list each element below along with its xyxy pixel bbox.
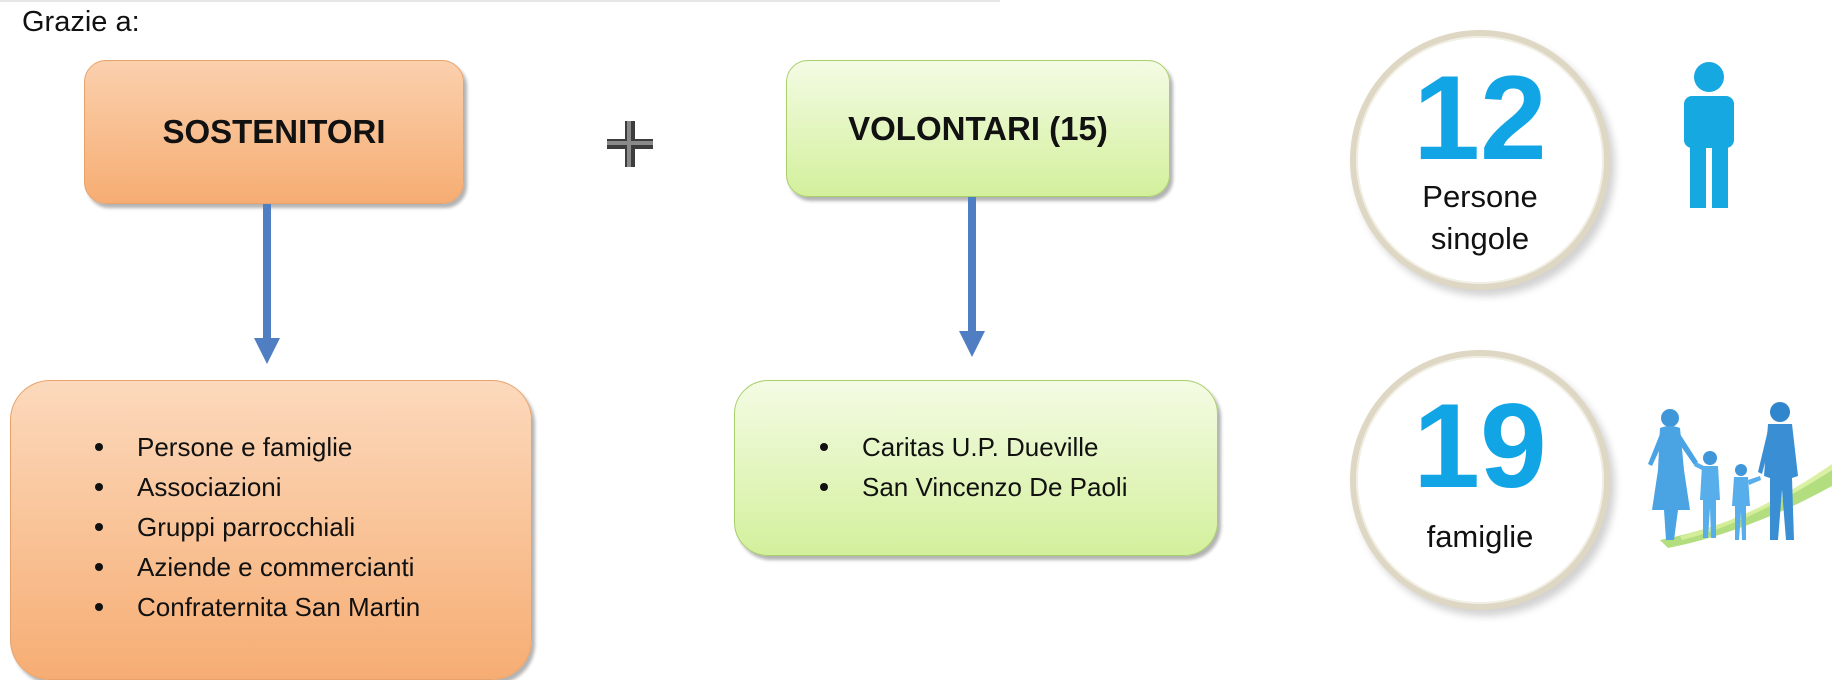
sostenitori-title: SOSTENITORI <box>162 113 386 150</box>
volontari-title: VOLONTARI (15) <box>848 109 1108 147</box>
list-item: Persone e famiglie <box>95 427 420 467</box>
volontari-list: Caritas U.P. Dueville San Vincenzo De Pa… <box>820 427 1127 507</box>
volontari-list-box <box>734 380 1218 556</box>
stat-number-famiglie: 19 <box>1413 379 1547 513</box>
list-item: Associazioni <box>95 467 420 507</box>
list-item: San Vincenzo De Paoli <box>820 467 1127 507</box>
sostenitori-title-box: SOSTENITORI <box>84 60 464 204</box>
family-icon <box>1648 402 1832 548</box>
sostenitori-down-arrow <box>254 204 280 364</box>
sostenitori-list: Persone e famiglie Associazioni Gruppi p… <box>95 427 420 627</box>
plus-icon <box>607 121 653 167</box>
stat-label-singoli-line1: Persone <box>1422 179 1538 214</box>
stat-circle-famiglie: 19 famiglie <box>1350 350 1610 610</box>
person-icon <box>1684 62 1734 208</box>
stat-label-famiglie: famiglie <box>1426 519 1534 554</box>
volontari-down-arrow <box>959 197 985 357</box>
stat-circle-singoli: 12 Persone singole <box>1350 30 1610 290</box>
stat-number-singoli: 12 <box>1413 51 1547 185</box>
list-item: Caritas U.P. Dueville <box>820 427 1127 467</box>
list-item: Confraternita San Martin <box>95 587 420 627</box>
list-item: Aziende e commercianti <box>95 547 420 587</box>
intro-text: Grazie a: <box>22 6 140 38</box>
volontari-title-box: VOLONTARI (15) <box>786 60 1170 197</box>
list-item: Gruppi parrocchiali <box>95 507 420 547</box>
top-divider <box>0 0 1000 2</box>
stat-label-singoli-line2: singole <box>1430 221 1530 256</box>
